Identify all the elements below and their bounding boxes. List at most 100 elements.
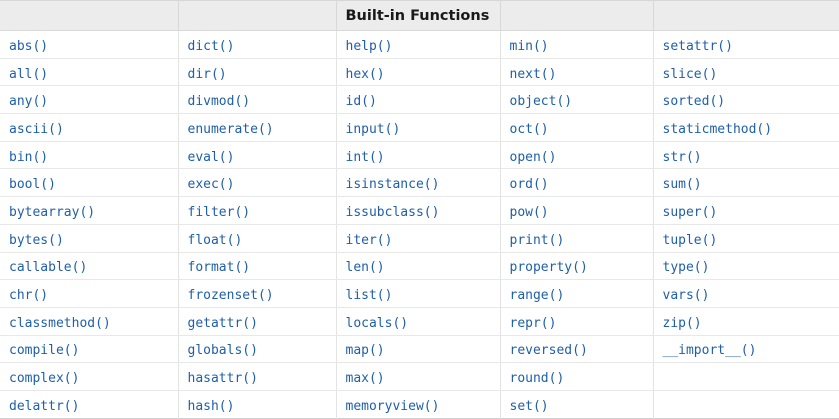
table-cell: callable() [0,252,179,281]
function-link[interactable]: eval() [187,149,235,165]
function-link[interactable]: str() [662,149,702,165]
function-link[interactable]: staticmethod() [662,121,773,137]
function-link[interactable]: __import__() [662,343,757,359]
table-row: bool() exec() isinstance() ord() sum() [0,168,839,198]
function-link[interactable]: exec() [187,177,235,193]
function-link[interactable]: ascii() [9,121,64,137]
function-link[interactable]: memoryview() [345,398,440,414]
function-link[interactable]: format() [187,260,251,276]
table-cell: __import__() [653,335,839,364]
function-link[interactable]: abs() [9,38,49,54]
table-cell: any() [0,85,179,115]
function-link[interactable]: hash() [187,398,235,414]
function-link[interactable]: isinstance() [345,177,440,193]
function-link[interactable]: bool() [9,177,56,193]
function-link[interactable]: callable() [9,260,88,276]
table-row: chr() frozenset() list() range() vars() [0,279,839,308]
function-link[interactable]: pow() [509,204,549,220]
function-link[interactable]: compile() [9,343,80,359]
function-link[interactable]: bytes() [9,232,64,248]
table-cell: complex() [0,362,179,391]
function-link[interactable]: all() [9,66,49,82]
table-cell: oct() [500,113,654,142]
table-cell: ascii() [0,113,179,142]
function-link[interactable]: repr() [509,315,557,331]
table-cell: setattr() [653,30,839,59]
function-link[interactable]: open() [509,149,557,165]
function-link[interactable]: locals() [345,315,409,331]
table-cell: help() [336,30,501,59]
function-link[interactable]: slice() [662,66,718,82]
function-link[interactable]: delattr() [9,398,80,414]
table-cell: str() [653,141,839,170]
function-link[interactable]: dict() [187,38,235,54]
function-link[interactable]: set() [509,398,549,414]
table-cell: dict() [178,30,337,59]
function-link[interactable]: range() [509,288,565,304]
function-link[interactable]: enumerate() [187,121,274,137]
function-link[interactable]: max() [345,371,385,387]
function-link[interactable]: tuple() [662,232,718,248]
table-cell: id() [336,85,501,115]
table-row: bytearray() filter() issubclass() pow() supe… [0,196,839,225]
table-row: abs() dict() help() min() setattr() [0,30,839,59]
function-link[interactable]: ord() [509,177,549,193]
function-link[interactable]: getattr() [187,315,258,331]
function-link[interactable]: sorted() [662,94,726,110]
function-link[interactable]: property() [509,260,588,276]
table-cell: hasattr() [178,362,337,391]
function-link[interactable]: dir() [187,66,227,82]
function-link[interactable]: round() [509,371,565,387]
function-link[interactable]: reversed() [509,343,588,359]
table-cell: hash() [178,390,337,419]
function-link[interactable]: oct() [509,121,549,137]
function-link[interactable]: next() [509,66,557,82]
function-link[interactable]: classmethod() [9,315,111,331]
table-cell: min() [500,30,654,59]
table-cell: format() [178,252,337,281]
table-cell: reversed() [500,335,654,364]
function-link[interactable]: float() [187,232,243,248]
function-link[interactable]: hex() [345,66,385,82]
function-link[interactable]: int() [345,149,385,165]
function-link[interactable]: hasattr() [187,371,258,387]
header-cell-4 [500,0,654,31]
function-link[interactable]: map() [345,343,385,359]
table-row: compile() globals() map() reversed() __impor… [0,335,839,364]
function-link[interactable]: len() [345,260,385,276]
function-link[interactable]: zip() [662,315,702,331]
table-cell: set() [500,390,654,419]
function-link[interactable]: help() [345,38,393,54]
function-link[interactable]: globals() [187,343,258,359]
function-link[interactable]: complex() [9,371,80,387]
function-link[interactable]: bytearray() [9,204,96,220]
function-link[interactable]: object() [509,94,573,110]
function-link[interactable]: frozenset() [187,288,274,304]
table-cell: eval() [178,141,337,170]
table-cell: issubclass() [336,196,501,225]
table-cell: frozenset() [178,279,337,308]
function-link[interactable]: iter() [345,232,393,248]
table-cell: isinstance() [336,168,501,198]
header-cell-2 [178,0,337,31]
function-link[interactable]: min() [509,38,549,54]
function-link[interactable]: sum() [662,177,702,193]
function-link[interactable]: filter() [187,204,251,220]
function-link[interactable]: input() [345,121,401,137]
function-link[interactable]: chr() [9,288,49,304]
function-link[interactable]: bin() [9,149,49,165]
function-link[interactable]: vars() [662,288,710,304]
function-link[interactable]: super() [662,204,718,220]
function-link[interactable]: type() [662,260,710,276]
function-link[interactable]: list() [345,288,393,304]
function-link[interactable]: id() [345,94,377,110]
function-link[interactable]: print() [509,232,565,248]
table-cell: super() [653,196,839,225]
table-cell: compile() [0,335,179,364]
function-link[interactable]: any() [9,94,49,110]
function-link[interactable]: setattr() [662,38,733,54]
table-row: any() divmod() id() object() sorted() [0,85,839,115]
function-link[interactable]: divmod() [187,94,251,110]
function-link[interactable]: issubclass() [345,204,440,220]
